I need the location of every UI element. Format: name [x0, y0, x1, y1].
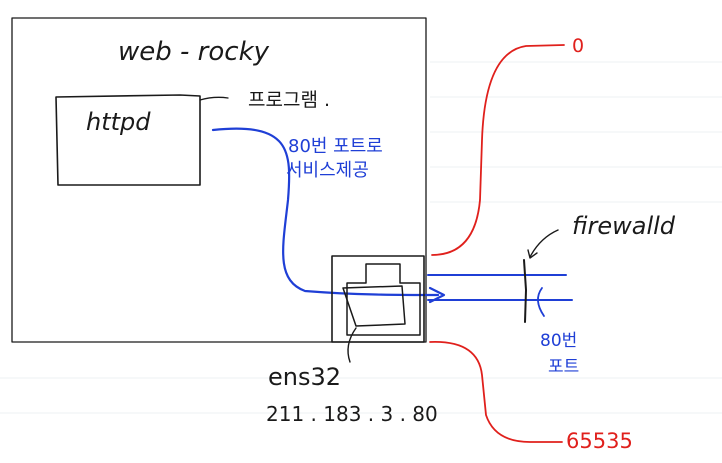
service-note-line2: 서비스제공	[286, 160, 369, 181]
notebook-rules	[0, 61, 722, 414]
port-range-min: 0	[572, 35, 584, 57]
nic-box	[331, 255, 425, 343]
firewall-wall	[523, 259, 527, 323]
service-path	[211, 127, 440, 297]
port-note-line1: 80번	[540, 331, 577, 351]
port-range-lower	[429, 341, 563, 443]
server-name: web - rocky	[118, 37, 270, 67]
port-note-line2: 포트	[548, 357, 579, 377]
port-80-opening	[537, 287, 545, 317]
firewall-label: firewalld	[572, 212, 676, 240]
firewall-pointer-tip	[527, 249, 538, 259]
program-box	[55, 94, 201, 186]
program-name: httpd	[86, 108, 151, 136]
port-range-max: 65535	[566, 429, 633, 453]
nic-name: ens32	[268, 363, 341, 391]
port-range-upper	[431, 44, 565, 256]
program-label-pointer	[199, 96, 229, 101]
nic-ip: 211 . 183 . 3 . 80	[266, 402, 438, 426]
nic-pointer	[347, 327, 357, 363]
program-label: 프로그램 .	[248, 89, 330, 111]
service-note-line1: 80번 포트로	[288, 136, 383, 157]
server-box	[11, 17, 427, 343]
firewall-pointer	[529, 229, 559, 258]
